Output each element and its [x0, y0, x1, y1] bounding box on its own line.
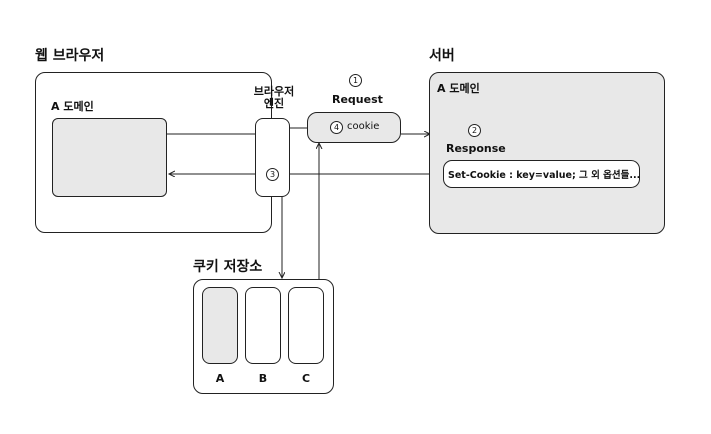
step-4-marker: 4	[330, 121, 343, 134]
request-pill	[307, 112, 401, 143]
cookie-slot-b	[245, 287, 281, 364]
cookie-slot-b-label: B	[258, 372, 268, 385]
cookie-store-title: 쿠키 저장소	[193, 259, 263, 275]
step-1-marker: 1	[349, 74, 362, 87]
set-cookie-text: Set-Cookie : key=value; 그 외 옵션들...	[448, 170, 641, 181]
cookie-slot-a	[202, 287, 238, 364]
browser-page-panel	[52, 118, 167, 197]
request-label: Request	[332, 93, 383, 106]
cookie-slot-a-label: A	[215, 372, 225, 385]
set-cookie-box	[443, 160, 640, 188]
cookie-label: cookie	[347, 121, 380, 132]
browser-title: 웹 브라우저	[35, 48, 105, 64]
cookie-slot-c-label: C	[301, 372, 311, 385]
cookie-slot-c	[288, 287, 324, 364]
server-domain-label: A 도메인	[437, 82, 480, 95]
step-2-marker: 2	[468, 124, 481, 137]
browser-domain-label: A 도메인	[51, 100, 94, 113]
server-title: 서버	[429, 48, 455, 64]
response-label: Response	[446, 142, 506, 155]
engine-label-line1: 브라우저	[253, 85, 295, 98]
cookie-store-box	[193, 279, 334, 394]
server-box	[429, 72, 665, 234]
browser-engine-box	[255, 118, 290, 197]
engine-label: 브라우저 엔진	[249, 86, 299, 110]
step-3-marker: 3	[266, 168, 279, 181]
engine-label-line2: 엔진	[263, 97, 285, 110]
